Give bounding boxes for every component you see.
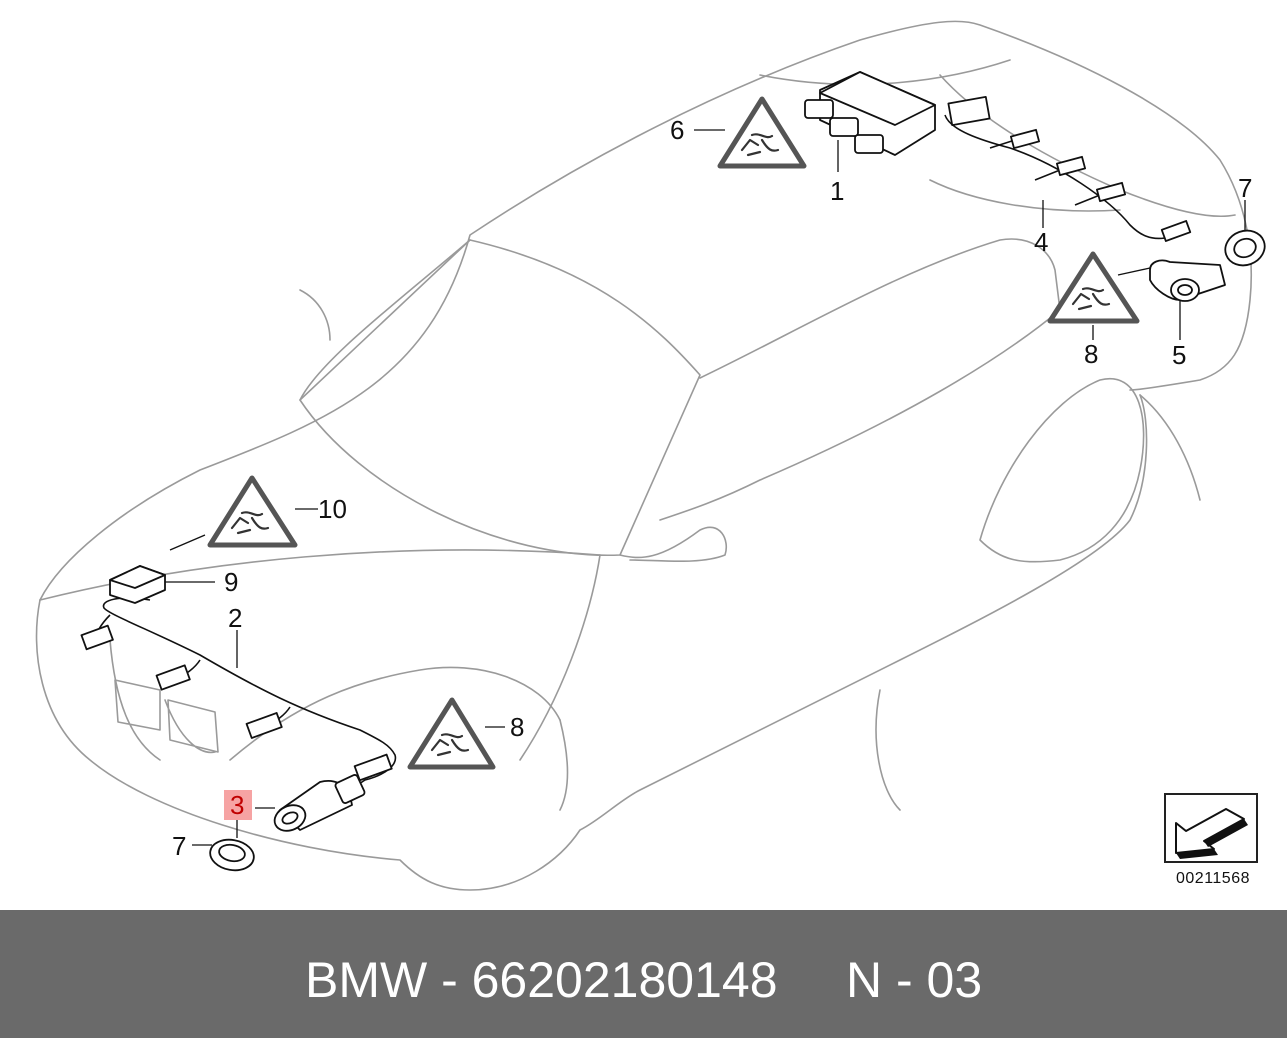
front-module-box bbox=[109, 565, 166, 604]
callout-4: 4 bbox=[1034, 227, 1048, 257]
leader-lines bbox=[165, 129, 1246, 846]
front-parking-sensor bbox=[273, 774, 366, 832]
reference-code: 00211568 bbox=[1176, 870, 1250, 887]
front-wiring-harness bbox=[80, 597, 397, 791]
car-outline bbox=[35, 20, 1253, 891]
direction-arrow-icon bbox=[1175, 808, 1248, 859]
callout-10: 10 bbox=[318, 494, 347, 524]
warning-triangle-8-rear bbox=[1047, 251, 1140, 324]
warning-triangle-8-front bbox=[407, 697, 496, 770]
control-unit-module bbox=[804, 71, 936, 156]
orientation-reference-box bbox=[1164, 793, 1258, 863]
parts-diagram: 1 2 3 4 5 6 7 7 8 8 9 10 bbox=[35, 20, 1266, 891]
front-sensor-ring bbox=[209, 838, 255, 872]
callout-labels: 1 2 3 4 5 6 7 7 8 8 9 10 bbox=[172, 115, 1252, 861]
callout-7-rear: 7 bbox=[1238, 173, 1252, 203]
callout-8-rear: 8 bbox=[1084, 339, 1098, 369]
warning-triangle-10 bbox=[207, 475, 298, 548]
footer-position: N - 03 bbox=[846, 952, 983, 1008]
callout-9: 9 bbox=[224, 567, 238, 597]
callout-6: 6 bbox=[670, 115, 684, 145]
callout-8-front: 8 bbox=[510, 712, 524, 742]
footer-part-number: BMW - 66202180148 bbox=[305, 952, 778, 1008]
warning-triangle-6 bbox=[717, 96, 807, 169]
callout-3: 3 bbox=[230, 790, 244, 820]
callout-3-highlight bbox=[224, 790, 252, 820]
rear-sensor-ring bbox=[1224, 229, 1266, 267]
rear-parking-sensor bbox=[1149, 259, 1226, 302]
rear-wiring-harness bbox=[944, 95, 1192, 242]
footer-bar bbox=[0, 910, 1287, 1038]
callout-2: 2 bbox=[228, 603, 242, 633]
callout-5: 5 bbox=[1172, 340, 1186, 370]
callout-1: 1 bbox=[830, 176, 844, 206]
callout-7-front: 7 bbox=[172, 831, 186, 861]
